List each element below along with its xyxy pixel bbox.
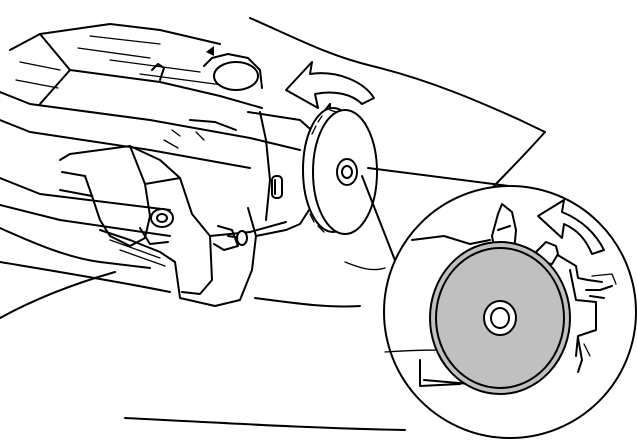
curved-arrow-counterclockwise-icon [285, 61, 375, 109]
drum-gear [203, 46, 378, 235]
drum-unit-body [0, 23, 323, 307]
magnified-inset [383, 185, 637, 439]
curved-arrow-counterclockwise-icon [537, 199, 605, 255]
triangle-marker-icon [206, 46, 214, 56]
main-rotation-arrow [285, 61, 375, 109]
paper-sheet [0, 17, 546, 431]
